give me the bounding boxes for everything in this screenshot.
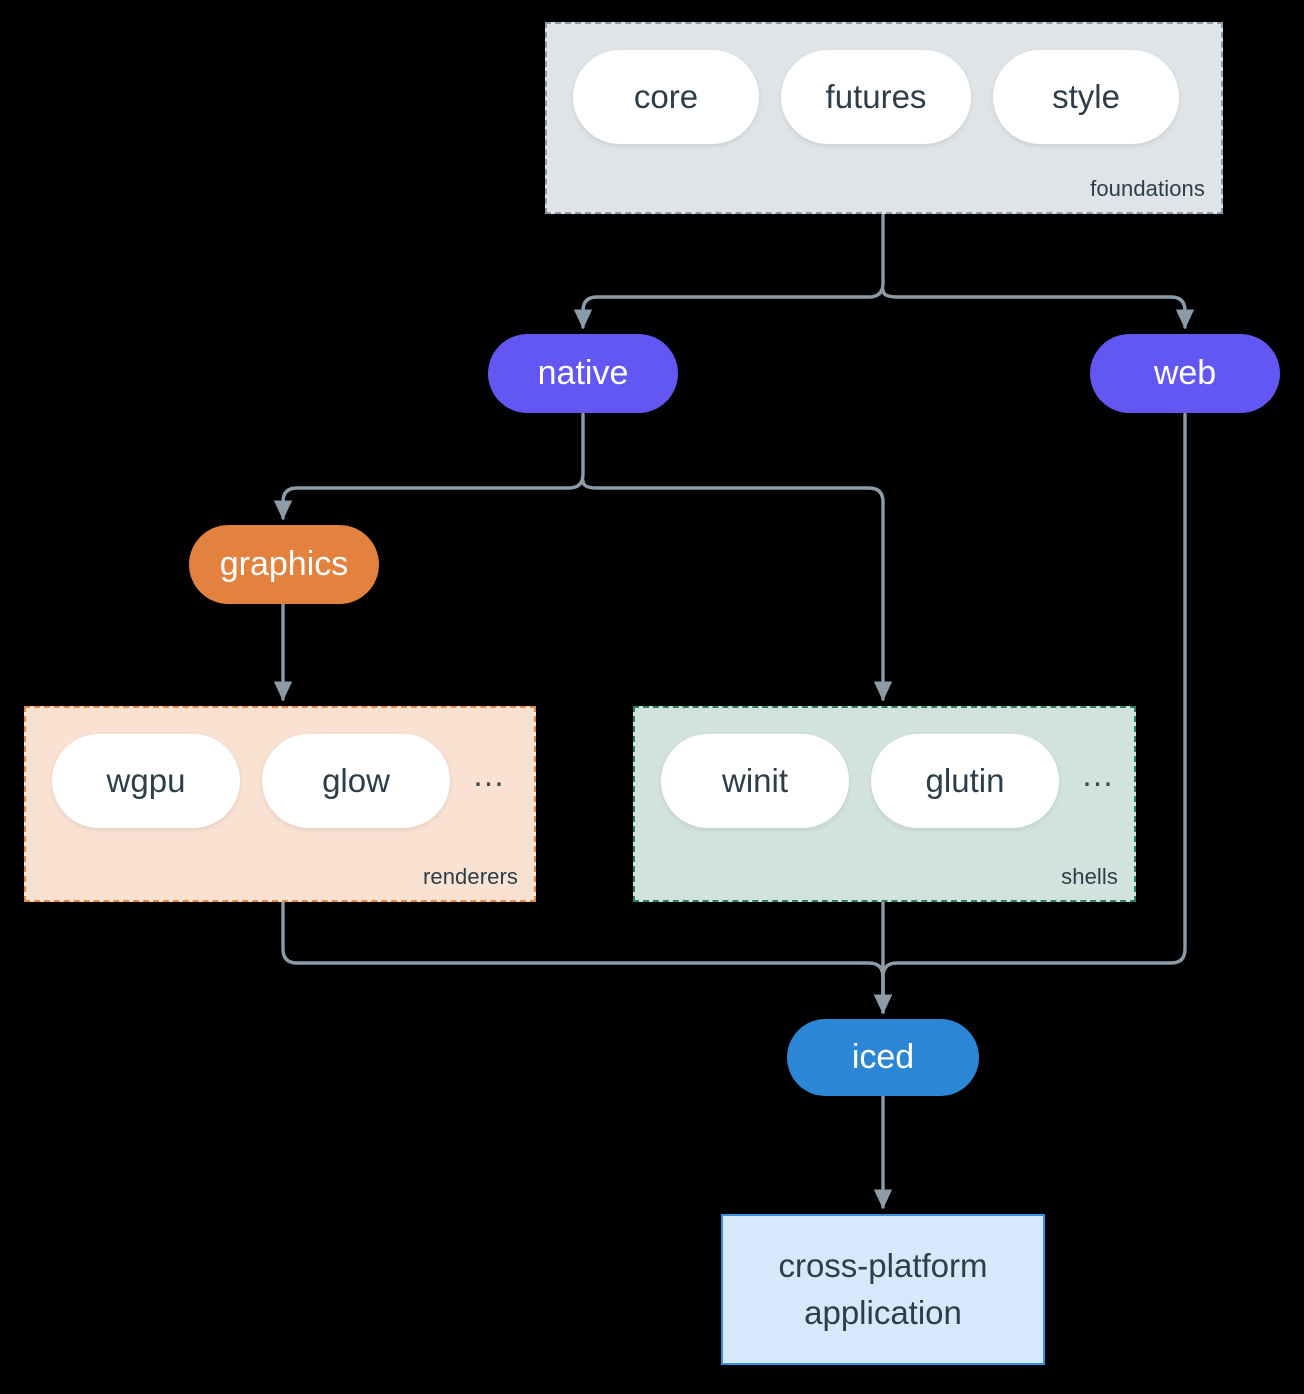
edge-native-graphics	[273, 411, 585, 521]
edge-foundations-web	[881, 288, 1195, 330]
pill-wgpu[interactable]: wgpu	[52, 734, 240, 828]
pill-style[interactable]: style	[993, 50, 1179, 144]
application-line-2: application	[804, 1293, 962, 1331]
group-label-renderers: renderers	[422, 864, 518, 889]
edge-native-shells	[581, 479, 893, 702]
pill-glutin[interactable]: glutin	[871, 734, 1059, 828]
node-cross-platform-application[interactable]: cross-platform application	[721, 1214, 1045, 1365]
group-foundations: core futures style foundations	[545, 22, 1223, 214]
edge-foundations-native	[573, 212, 885, 330]
node-iced[interactable]: iced	[787, 1019, 979, 1096]
group-renderers: wgpu glow … renderers	[24, 706, 536, 902]
pill-core[interactable]: core	[573, 50, 759, 144]
pill-glow[interactable]: glow	[262, 734, 450, 828]
node-web[interactable]: web	[1090, 334, 1280, 413]
node-graphics[interactable]: graphics	[189, 525, 379, 604]
pill-winit[interactable]: winit	[661, 734, 849, 828]
edge-renderers-iced	[281, 900, 893, 1015]
shells-items: winit glutin …	[661, 734, 1115, 828]
renderers-more-ellipsis: …	[472, 755, 506, 793]
foundations-items: core futures style	[573, 50, 1179, 144]
group-label-foundations: foundations	[1090, 176, 1205, 201]
pill-futures[interactable]: futures	[781, 50, 971, 144]
renderers-items: wgpu glow …	[52, 734, 506, 828]
shells-more-ellipsis: …	[1081, 755, 1115, 793]
group-shells: winit glutin … shells	[633, 706, 1136, 902]
node-native[interactable]: native	[488, 334, 678, 413]
group-label-shells: shells	[1061, 864, 1118, 889]
application-line-1: cross-platform	[778, 1246, 988, 1284]
